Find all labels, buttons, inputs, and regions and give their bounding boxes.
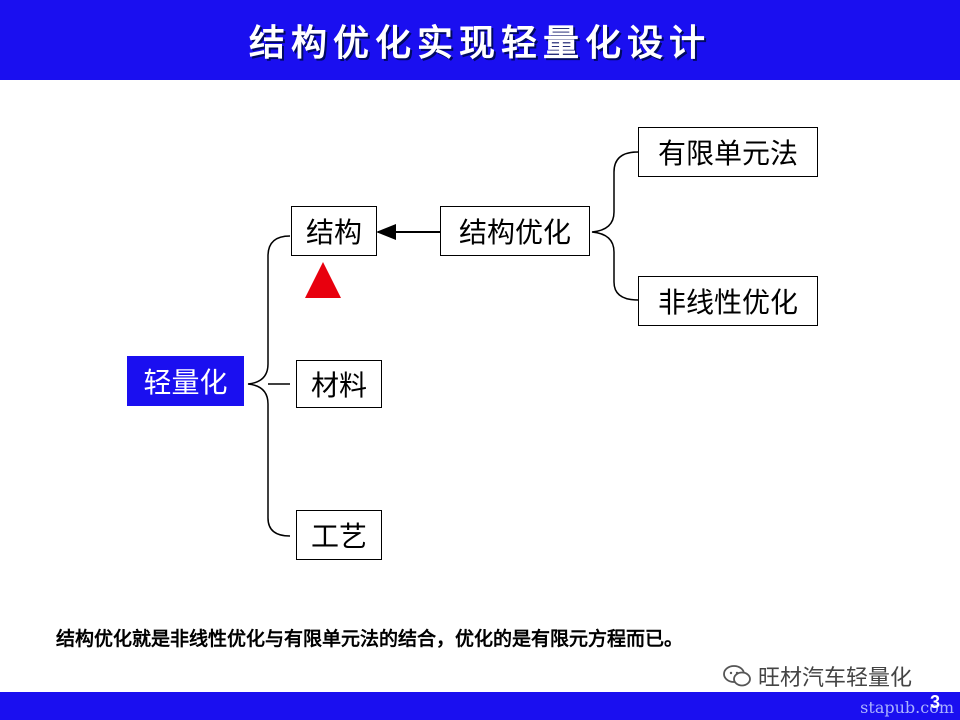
root-node: 轻量化: [127, 356, 244, 406]
root-label: 轻量化: [143, 366, 228, 399]
bottom-bar: [0, 692, 960, 720]
branch-label: 材料: [310, 369, 367, 402]
branch-label: 工艺: [310, 520, 367, 553]
page-number: 3: [929, 692, 940, 712]
wechat-icon: [723, 665, 751, 687]
red-triangle-marker: [305, 262, 341, 298]
branch-label: 结构: [305, 216, 362, 249]
site-mark: stapub.com: [860, 698, 954, 717]
slide-title: 结构优化实现轻量化设计: [248, 22, 711, 64]
method-node-nonlinear: 非线性优化: [638, 276, 818, 326]
watermark: 旺材汽车轻量化: [722, 660, 912, 692]
methods-brace: [591, 151, 639, 301]
branch-node-material: 材料: [296, 360, 382, 408]
method-label: 非线性优化: [657, 286, 798, 319]
title-bar: 结构优化实现轻量化设计: [0, 0, 960, 80]
watermark-label: 旺材汽车轻量化: [758, 666, 913, 691]
structure-opt-node: 结构优化: [440, 206, 590, 256]
method-node-fem: 有限单元法: [638, 127, 818, 177]
branch-node-structure: 结构: [291, 206, 377, 256]
caption-text: 结构优化就是非线性优化与有限单元法的结合，优化的是有限元方程而已。: [56, 628, 684, 650]
branch-node-process: 工艺: [296, 510, 382, 560]
root-brace: [247, 235, 291, 537]
method-label: 有限单元法: [657, 137, 798, 170]
structure-opt-label: 结构优化: [458, 216, 571, 249]
